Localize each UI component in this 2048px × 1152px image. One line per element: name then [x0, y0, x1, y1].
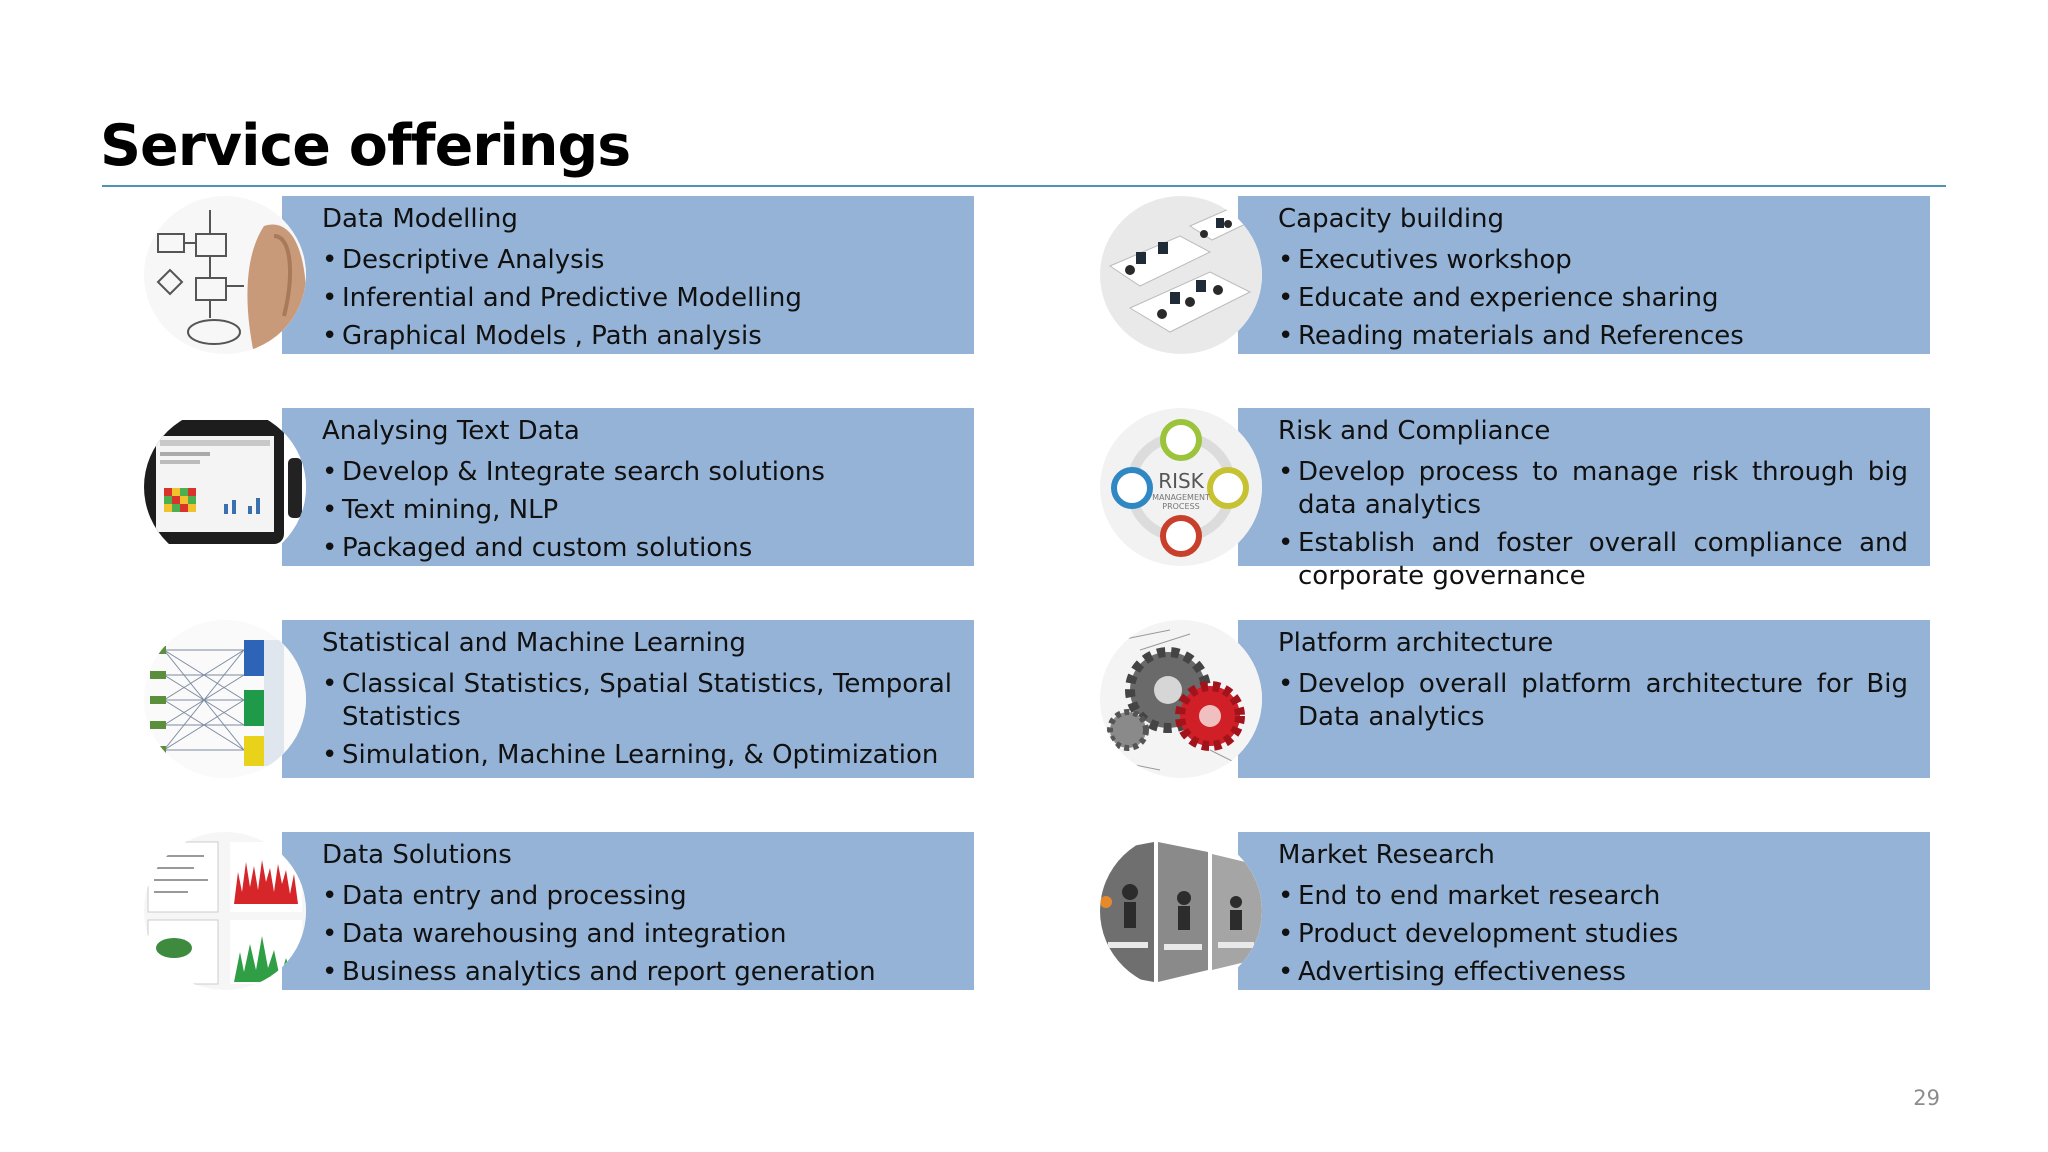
- service-heading: Data Modelling: [322, 204, 518, 234]
- analytics-charts-icon: [144, 832, 306, 990]
- service-bullet: Simulation, Machine Learning, & Optimiza…: [322, 739, 952, 772]
- service-heading: Analysing Text Data: [322, 416, 580, 446]
- service-heading: Data Solutions: [322, 840, 512, 870]
- risk-sublabel: PROCESS: [1162, 502, 1199, 511]
- network-graph-icon: [144, 620, 306, 778]
- office-workstations-icon: [1100, 196, 1262, 354]
- gears-icon: [1100, 620, 1262, 778]
- service-bullet: Executives workshop: [1278, 244, 1908, 277]
- title-divider: [102, 185, 1946, 187]
- service-card-risk-compliance: RISK MANAGEMENT PROCESS Risk and Complia…: [1100, 408, 1930, 620]
- service-bullet: Develop & Integrate search solutions: [322, 456, 952, 489]
- service-card-data-solutions: Data Solutions Data entry and processing…: [144, 832, 974, 1044]
- service-bullet: Data entry and processing: [322, 880, 952, 913]
- risk-cycle-icon: RISK MANAGEMENT PROCESS: [1100, 408, 1262, 566]
- service-heading: Statistical and Machine Learning: [322, 628, 746, 658]
- service-bullet: Product development studies: [1278, 918, 1908, 951]
- service-bullet: Graphical Models , Path analysis: [322, 320, 952, 353]
- service-bullet: Inferential and Predictive Modelling: [322, 282, 952, 315]
- service-bullet: Develop process to manage risk through b…: [1278, 456, 1908, 522]
- service-bullet: Advertising effectiveness: [1278, 956, 1908, 989]
- service-card-data-modelling: Data Modelling Descriptive Analysis Infe…: [144, 196, 974, 408]
- service-bullet: Develop overall platform architecture fo…: [1278, 668, 1908, 734]
- service-heading: Market Research: [1278, 840, 1495, 870]
- service-card-statistical-machine-learning: Statistical and Machine Learning Classic…: [144, 620, 974, 832]
- service-bullet: Classical Statistics, Spatial Statistics…: [322, 668, 952, 734]
- service-card-capacity-building: Capacity building Executives workshop Ed…: [1100, 196, 1930, 408]
- service-heading: Platform architecture: [1278, 628, 1554, 658]
- service-bullet: Business analytics and report generation: [322, 956, 952, 989]
- service-bullet: Data warehousing and integration: [322, 918, 952, 951]
- service-bullet: Establish and foster overall compliance …: [1278, 527, 1908, 593]
- page-number: 29: [1913, 1086, 1940, 1110]
- service-bullet: Reading materials and References: [1278, 320, 1908, 353]
- service-heading: Risk and Compliance: [1278, 416, 1551, 446]
- service-bullet: Descriptive Analysis: [322, 244, 952, 277]
- page-title: Service offerings: [100, 113, 631, 179]
- risk-sublabel: MANAGEMENT: [1152, 493, 1210, 502]
- service-bullet: Text mining, NLP: [322, 494, 952, 527]
- service-card-platform-architecture: Platform architecture Develop overall pl…: [1100, 620, 1930, 832]
- service-bullet: End to end market research: [1278, 880, 1908, 913]
- research-process-icon: [1100, 832, 1262, 990]
- service-bullet: Educate and experience sharing: [1278, 282, 1908, 315]
- service-card-analysing-text-data: Analysing Text Data Develop & Integrate …: [144, 408, 974, 620]
- risk-label: RISK: [1158, 469, 1204, 493]
- service-bullet: Packaged and custom solutions: [322, 532, 952, 565]
- flowchart-diagram-icon: [144, 196, 306, 354]
- tablet-dashboard-icon: [144, 408, 306, 566]
- service-heading: Capacity building: [1278, 204, 1505, 234]
- service-card-market-research: Market Research End to end market resear…: [1100, 832, 1930, 1044]
